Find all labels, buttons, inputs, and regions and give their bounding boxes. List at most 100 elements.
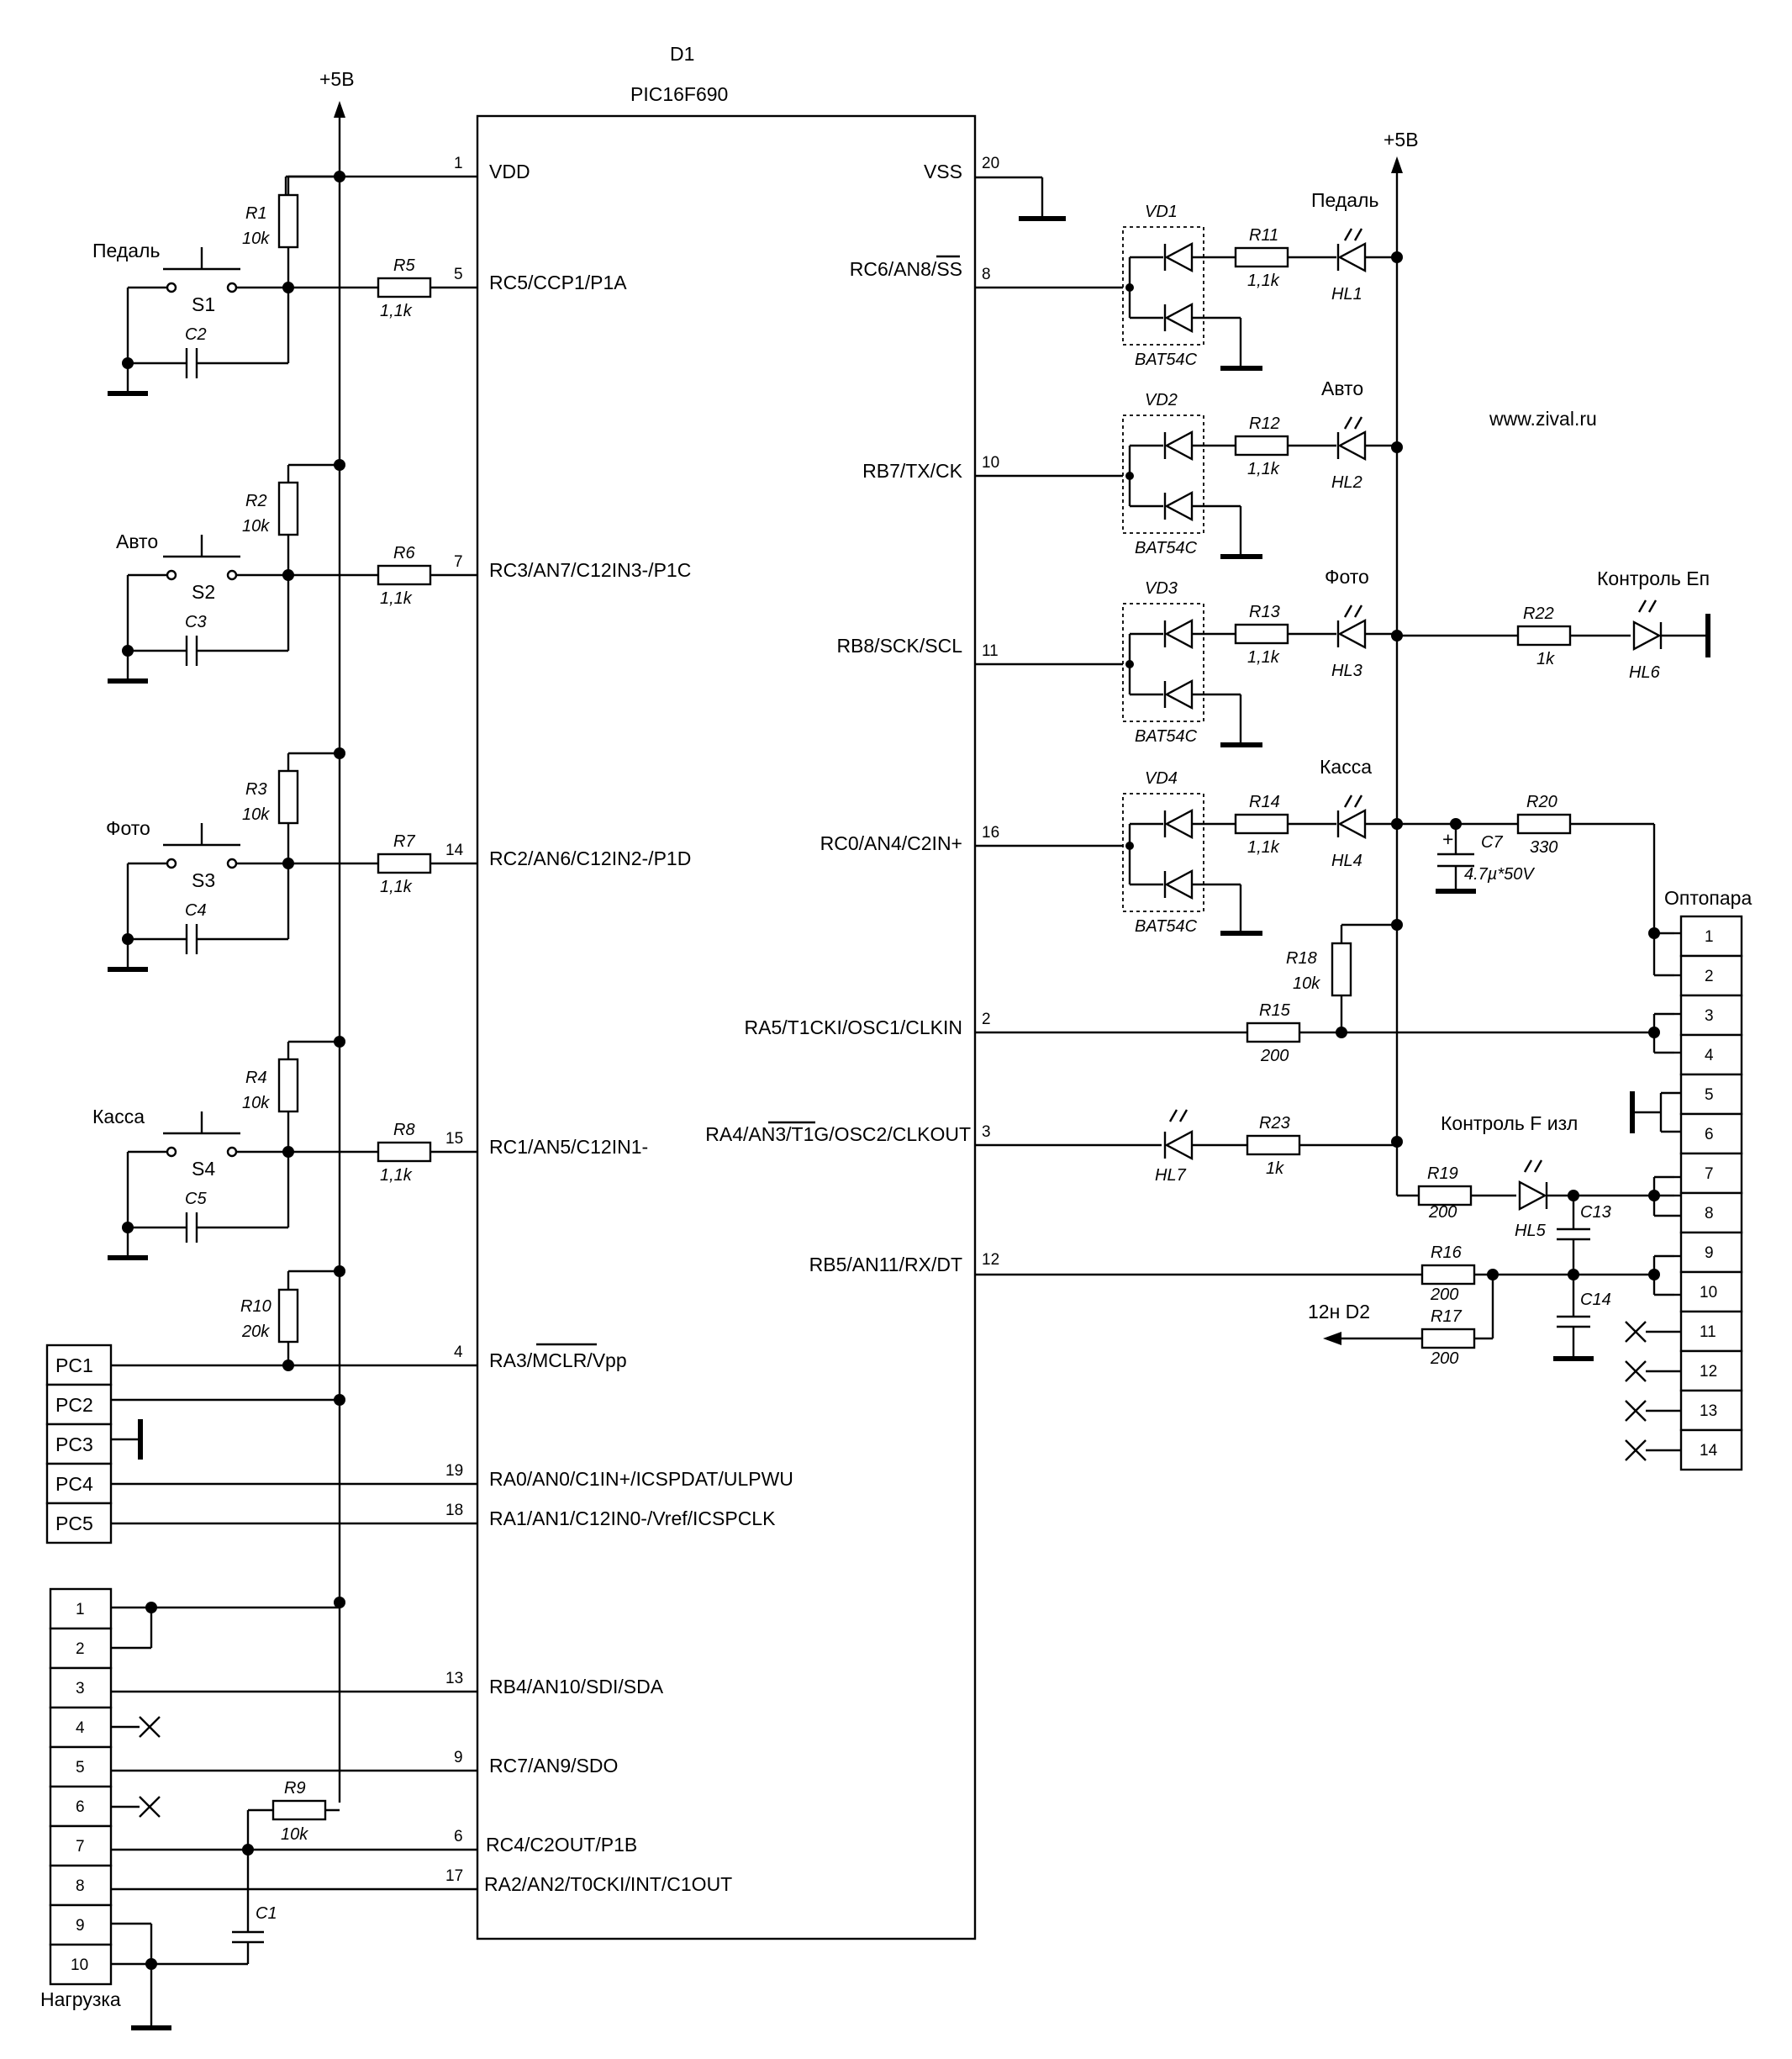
pin-number: 16 [982,824,999,842]
indicator-channel-3: VD3 BAT54C R13 1,1k HL3 Фото [1122,566,1397,747]
vd-ref: VD2 [1145,391,1178,409]
c14-ref: C14 [1580,1291,1611,1309]
pin-number: 11 [982,642,999,660]
pin-number: 7 [454,553,463,571]
load-pin-number: 9 [76,1917,85,1935]
r-value: 1,1k [1247,648,1280,667]
r10-value: 20k [241,1323,270,1341]
c13-ref: C13 [1580,1203,1611,1222]
button-group-pedal: Педаль R1 10k S1 C2 R5 1,1k [92,175,432,396]
pin-number: 13 [445,1670,463,1687]
pullup-ref: R3 [245,780,267,799]
r17-value: 200 [1430,1349,1458,1368]
pullup-ref: R4 [245,1069,267,1087]
r23-ref: R23 [1259,1114,1290,1132]
load-pin-number: 2 [76,1640,85,1658]
pin-label: RA0/AN0/C1IN+/ICSPDAT/ULPWU [489,1468,793,1490]
pullup-ref: R2 [245,492,267,510]
load-pin-number: 4 [76,1719,85,1737]
pc-pin-label: PC4 [55,1473,93,1495]
chip-part: PIC16F690 [630,83,728,105]
diode-part: BAT54C [1135,351,1198,369]
load-connector: 1 2 3 4 5 6 7 8 9 10 Нагрузка [40,1587,340,2030]
r19-value: 200 [1428,1203,1457,1222]
r20-value: 330 [1530,838,1557,857]
button-group-label: Касса [92,1106,145,1127]
control-ep: R22 1k HL6 Контроль Еп [1397,568,1710,682]
supply-label: +5В [319,68,355,90]
series-ref: R7 [393,832,415,851]
pin-label: RC7/AN9/SDO [489,1755,618,1777]
pin-label: RB8/SCK/SCL [836,635,962,657]
vd-ref: VD1 [1145,203,1178,221]
load-pin-number: 5 [76,1759,85,1777]
opto-title: Оптопара [1664,887,1752,909]
opto-pin-number: 5 [1705,1086,1714,1104]
r10-ref: R10 [240,1297,271,1316]
led-ref: HL1 [1331,285,1362,304]
right-supply-rail: +5В [1384,129,1419,1196]
pin-label: RB5/AN11/RX/DT [809,1254,962,1275]
opto-pin-number: 10 [1700,1284,1717,1301]
r15-value: 200 [1260,1047,1289,1065]
pin-number: 9 [454,1749,463,1766]
r22-ref: R22 [1523,605,1554,623]
vd-ref: VD4 [1145,769,1178,788]
pin-label: RA3/MCLR/Vpp [489,1349,627,1371]
button-group-label: Педаль [92,240,160,261]
hl6-ref: HL6 [1629,663,1661,682]
pin-number: 19 [445,1462,463,1480]
load-pin-number: 7 [76,1838,85,1856]
pin-label: RC5/CCP1/P1A [489,272,627,293]
chip-ref: D1 [670,43,694,65]
cap-ref: C2 [185,325,207,344]
led-ref: HL2 [1331,473,1362,492]
load-pin-number: 3 [76,1680,85,1697]
pin-number: 10 [982,454,999,472]
pin-number: 6 [454,1828,463,1845]
indicator-channel-2: VD2 BAT54C R12 1,1k HL2 Авто [1122,377,1397,559]
hl5-ref: HL5 [1515,1222,1547,1240]
series-value: 1,1k [380,589,413,608]
opto-pin-number: 1 [1705,928,1714,946]
led-label: Авто [1321,377,1363,399]
pullup-ref: R1 [245,204,267,223]
pin-label: RC6/AN8/SS [850,258,962,280]
pin-label: RB7/TX/CK [862,460,963,482]
d2-label: 12н D2 [1308,1301,1370,1323]
opto-pin-number: 6 [1705,1126,1714,1143]
pin-label: RC2/AN6/C12IN2-/P1D [489,847,691,869]
diode-part: BAT54C [1135,917,1198,936]
vd-ref: VD3 [1145,579,1178,598]
r-value: 1,1k [1247,272,1280,290]
control-f-label: Контроль F изл [1441,1112,1578,1134]
pin-number: 14 [445,842,464,859]
button-group-cash: Касса R4 10k S4 C5 R8 1,1k [92,1040,432,1260]
pin-label: VDD [489,161,530,182]
opto-pin-number: 7 [1705,1165,1714,1183]
left-supply-rail: +5В [284,68,355,1803]
pin-label: RA1/AN1/C12IN0-/Vref/ICSPCLK [489,1507,776,1529]
button-group-auto: Авто R2 10k S2 C3 R6 1,1k [108,463,432,684]
pc-connector: PC1 PC2 PC3 PC4 PC5 [45,1344,340,1544]
opto-pin-number: 13 [1700,1402,1717,1420]
pin-number: 12 [982,1251,999,1269]
cap-ref: C3 [185,613,207,631]
r16-value: 200 [1430,1286,1458,1304]
r16-ref: R16 [1431,1243,1463,1262]
pc-pin-label: PC1 [55,1354,93,1376]
r16-r17-c14: R16 200 C14 R17 200 12н D2 [1308,1243,1674,1368]
switch-ref: S3 [192,869,215,891]
pin-number: 3 [982,1123,991,1141]
r23-value: 1k [1266,1159,1284,1178]
pin-label: RB4/AN10/SDI/SDA [489,1676,664,1697]
opto-pin-number: 14 [1700,1442,1718,1460]
r-ref: R14 [1249,793,1280,811]
pin-label: RA5/T1CKI/OSC1/CLKIN [745,1016,962,1038]
r18-value: 10k [1293,974,1320,993]
cap-ref: C5 [185,1190,207,1208]
series-value: 1,1k [380,1166,413,1185]
indicator-channel-1: VD1 BAT54C R11 1,1k HL1 Педаль [1122,189,1397,371]
c7-value: 4.7µ*50V [1464,865,1535,884]
load-pin-number: 6 [76,1798,85,1816]
